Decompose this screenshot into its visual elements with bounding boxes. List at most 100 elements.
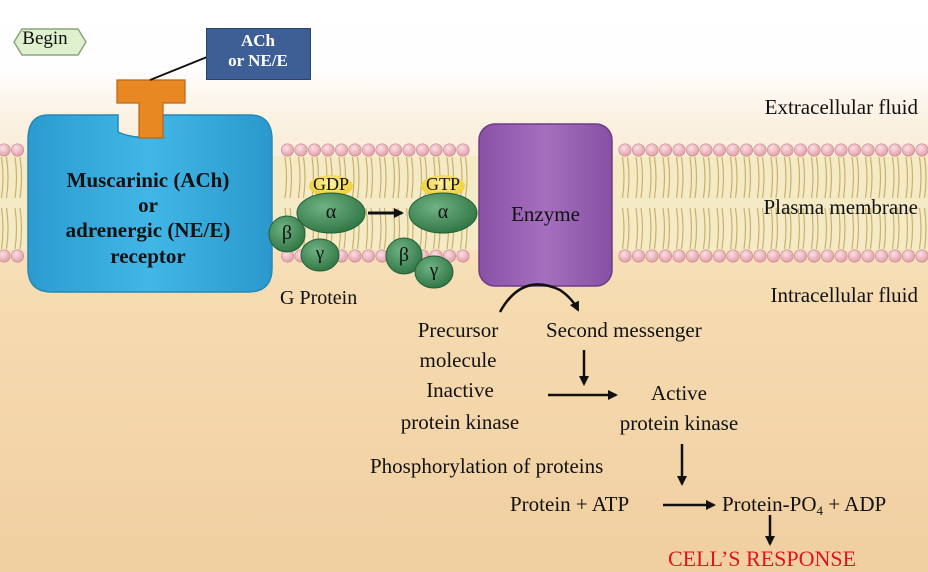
lipid-tail [864,207,868,250]
lipid-tail [19,207,23,250]
phospholipid-head [361,249,375,263]
lipid-tail [0,156,4,199]
lipid-tail [869,207,873,250]
ligand-label: ACh or NE/E [206,31,310,72]
gdp-nucleotide [309,175,353,197]
phospholipid-head [672,143,686,157]
lipid-tail [702,207,706,250]
lipid-tail [802,207,806,250]
phospholipid-head [793,143,807,157]
phospholipid-head [766,143,780,157]
inactive-line-2: protein kinase [400,410,520,434]
phospholipid-head [442,143,456,157]
lipid-tail [775,156,779,199]
lipid-tail [918,156,922,199]
phospholipid-head [348,249,362,263]
lipid-tail [626,156,630,199]
lipid-tail [815,156,819,199]
phospholipid-head [726,143,740,157]
lipid-tail [378,207,382,250]
phospholipid-head [901,249,915,263]
phospholipid-head [888,249,902,263]
lipid-tail [851,156,855,199]
lipid-tail [748,207,752,250]
alpha-symbol-1: α [325,201,337,223]
phospholipid-head [834,249,848,263]
lipid-tail [756,207,760,250]
lipid-tail [351,156,355,199]
lipid-tail [788,207,792,250]
phospholipid-head [699,143,713,157]
lipid-tail [770,156,774,199]
phospholipid-head [631,143,645,157]
lipid-tail [356,156,360,199]
begin-label: Begin [22,28,68,49]
cell-response-label: CELL’S RESPONSE [668,546,857,571]
intracellular-fluid-label: Intracellular fluid [770,283,918,307]
second-messenger-label: Second messenger [546,318,702,342]
lipid-tail [648,156,652,199]
lipid-tail [365,156,369,199]
phospholipid-head [618,249,632,263]
phospholipid-head [712,143,726,157]
lipid-tail [675,207,679,250]
lipid-tail [0,207,4,250]
lipid-tail [297,156,301,199]
phospholipid-head [753,249,767,263]
lipid-tail [910,156,914,199]
lipid-tail [365,207,369,250]
phospholipid-head [11,143,24,157]
lipid-tail [770,207,774,250]
phospholipid-head [307,143,321,157]
receptor-line-3: adrenergic (NE/E) [65,218,231,243]
lipid-tail [856,156,860,199]
lipid-tail [370,207,374,250]
lipid-tail [721,156,725,199]
binding-site-icon [116,79,186,139]
lipid-tail [829,156,833,199]
phospholipid-head [780,249,794,263]
lipid-tail [19,156,23,199]
phospholipid-head [739,143,753,157]
lipid-tail [761,207,765,250]
extracellular-fluid-label: Extracellular fluid [764,95,918,119]
lipid-tail [743,156,747,199]
lipid-tail [810,156,814,199]
phospholipid-head [726,249,740,263]
lipid-tail [675,156,679,199]
lipid-tail [667,207,671,250]
lipid-tail [370,156,374,199]
phospholipid-head [631,249,645,263]
lipid-tail [640,156,644,199]
phospholipid-head [699,249,713,263]
lipid-tail [716,156,720,199]
lipid-tail [694,207,698,250]
lipid-tail [702,156,706,199]
phospholipid-head [847,143,861,157]
receptor-label: Muscarinic (ACh) or adrenergic (NE/E) re… [30,168,266,269]
lipid-tail [680,156,684,199]
beta-symbol-2: β [398,244,410,266]
lipid-tail [864,156,868,199]
precursor-line-2: molecule [419,348,497,372]
beta-symbol-1: β [281,222,293,244]
lipid-tail [810,207,814,250]
lipid-tail [5,207,9,250]
lipid-tail [829,207,833,250]
phospholipid-head [834,143,848,157]
phospholipid-head [901,143,915,157]
phospholipid-head [672,249,686,263]
lipid-tail [896,207,900,250]
lipid-tail [680,207,684,250]
lipid-tail [648,207,652,250]
lipid-tail [837,156,841,199]
lipid-tail [815,207,819,250]
phospholipid-head [712,249,726,263]
lipid-tail [756,156,760,199]
lipid-tail [410,156,414,199]
lipid-tail [284,156,288,199]
phospholipid-head [0,143,11,157]
phospholipid-head [334,143,348,157]
lipid-tail [640,207,644,250]
